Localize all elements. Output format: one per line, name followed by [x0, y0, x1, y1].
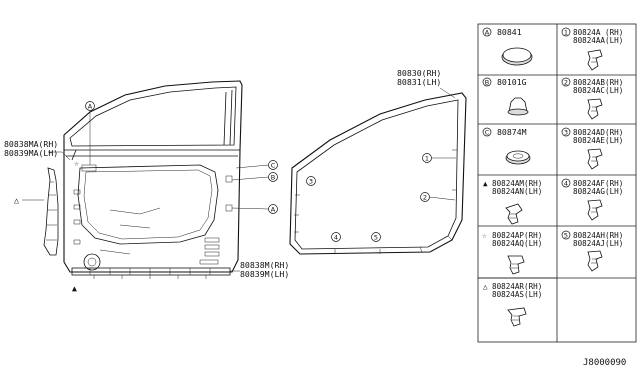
svg-text:A: A — [88, 102, 93, 110]
svg-text:80841: 80841 — [497, 27, 522, 37]
svg-text:80824AA(LH): 80824AA(LH) — [573, 36, 623, 45]
legend-item-2: 2 80824AB(RH) 80824AC(LH) — [561, 77, 623, 120]
svg-text:2: 2 — [423, 193, 427, 201]
callout-a-top: A — [85, 101, 95, 165]
svg-text:5: 5 — [374, 233, 378, 241]
svg-text:80824AJ(LH): 80824AJ(LH) — [573, 239, 623, 248]
callout-80838ma: 80838MA(RH) — [4, 139, 58, 149]
callout-80839ma: 80839MA(LH) — [4, 148, 58, 158]
seal-callout-5: 5 — [371, 232, 381, 242]
svg-text:80824A (RH): 80824A (RH) — [573, 28, 623, 37]
svg-text:80824AR(RH): 80824AR(RH) — [492, 282, 542, 291]
svg-text:80824AC(LH): 80824AC(LH) — [573, 86, 623, 95]
legend-item-1: 1 80824A (RH) 80824AA(LH) — [561, 27, 623, 71]
legend-item-star: ☆ 80824AP(RH) 80824AQ(LH) — [482, 231, 542, 275]
callout-80831: 80831(LH) — [397, 77, 441, 87]
front-door-shell — [63, 80, 243, 273]
pillar-weatherstrip — [43, 149, 77, 256]
callout-c: C — [235, 160, 278, 170]
svg-text:80824AP(RH): 80824AP(RH) — [492, 231, 542, 240]
legend-item-3: 3 80824AD(RH) 80824AE(LH) — [561, 127, 623, 170]
marker-star: ☆ — [74, 158, 79, 168]
svg-text:A: A — [485, 28, 490, 36]
legend-item-triangle-open: △ 80824AR(RH) 80824AS(LH) — [483, 282, 542, 327]
svg-text:80824AM(RH): 80824AM(RH) — [492, 179, 542, 188]
svg-text:1: 1 — [564, 28, 568, 36]
lower-seal-strip — [71, 267, 231, 279]
legend-item-4: 4 80824AF(RH) 80824AG(LH) — [561, 178, 623, 221]
svg-text:5: 5 — [564, 231, 568, 239]
svg-text:☆: ☆ — [482, 231, 487, 240]
svg-text:B: B — [485, 78, 489, 86]
svg-text:▲: ▲ — [483, 179, 488, 188]
seal-callout-4: 4 — [331, 232, 341, 242]
legend-item-b: B 80101G — [482, 77, 529, 116]
svg-text:80874M: 80874M — [497, 127, 527, 137]
svg-text:80824AG(LH): 80824AG(LH) — [573, 187, 623, 196]
callout-80830: 80830(RH) — [397, 68, 441, 78]
svg-text:B: B — [271, 173, 275, 181]
leader-line — [439, 87, 456, 99]
door-opening-seal — [289, 92, 467, 255]
svg-text:3: 3 — [309, 177, 313, 185]
diagram-code: J8000090 — [583, 358, 626, 368]
svg-text:4: 4 — [334, 233, 338, 241]
svg-text:C: C — [485, 128, 490, 136]
marker-triangle-open-left: △ — [14, 195, 19, 205]
legend-table — [477, 23, 637, 343]
svg-text:80824AD(RH): 80824AD(RH) — [573, 128, 623, 137]
svg-text:80824AE(LH): 80824AE(LH) — [573, 136, 623, 145]
svg-text:80824AH(RH): 80824AH(RH) — [573, 231, 623, 240]
seal-callout-2: 2 — [420, 192, 456, 202]
svg-text:80824AN(LH): 80824AN(LH) — [492, 187, 542, 196]
svg-text:3: 3 — [564, 128, 568, 136]
callout-a-side: A — [231, 204, 278, 214]
svg-text:1: 1 — [425, 154, 429, 162]
seal-callout-3: 3 — [306, 176, 316, 186]
callout-80839m: 80839M(LH) — [240, 269, 289, 279]
callout-80838m: 80838M(RH) — [240, 260, 289, 270]
svg-text:△: △ — [483, 282, 488, 291]
legend-item-a: A 80841 — [482, 27, 533, 66]
callout-b: B — [231, 172, 278, 182]
legend-item-c: C 80874M — [482, 127, 531, 165]
svg-text:80824AF(RH): 80824AF(RH) — [573, 179, 623, 188]
svg-text:80101G: 80101G — [497, 77, 527, 87]
svg-text:4: 4 — [564, 179, 568, 187]
svg-text:80824AB(RH): 80824AB(RH) — [573, 78, 623, 87]
legend-item-5: 5 80824AH(RH) 80824AJ(LH) — [561, 230, 623, 272]
legend-item-triangle-filled: ▲ 80824AM(RH) 80824AN(LH) — [483, 179, 542, 225]
marker-triangle-filled: ▲ — [72, 283, 77, 293]
svg-text:80824AQ(LH): 80824AQ(LH) — [492, 239, 542, 248]
svg-text:C: C — [271, 161, 276, 169]
svg-text:2: 2 — [564, 78, 568, 86]
svg-text:A: A — [271, 205, 276, 213]
svg-text:80824AS(LH): 80824AS(LH) — [492, 290, 542, 299]
seal-callout-1: 1 — [422, 153, 456, 163]
